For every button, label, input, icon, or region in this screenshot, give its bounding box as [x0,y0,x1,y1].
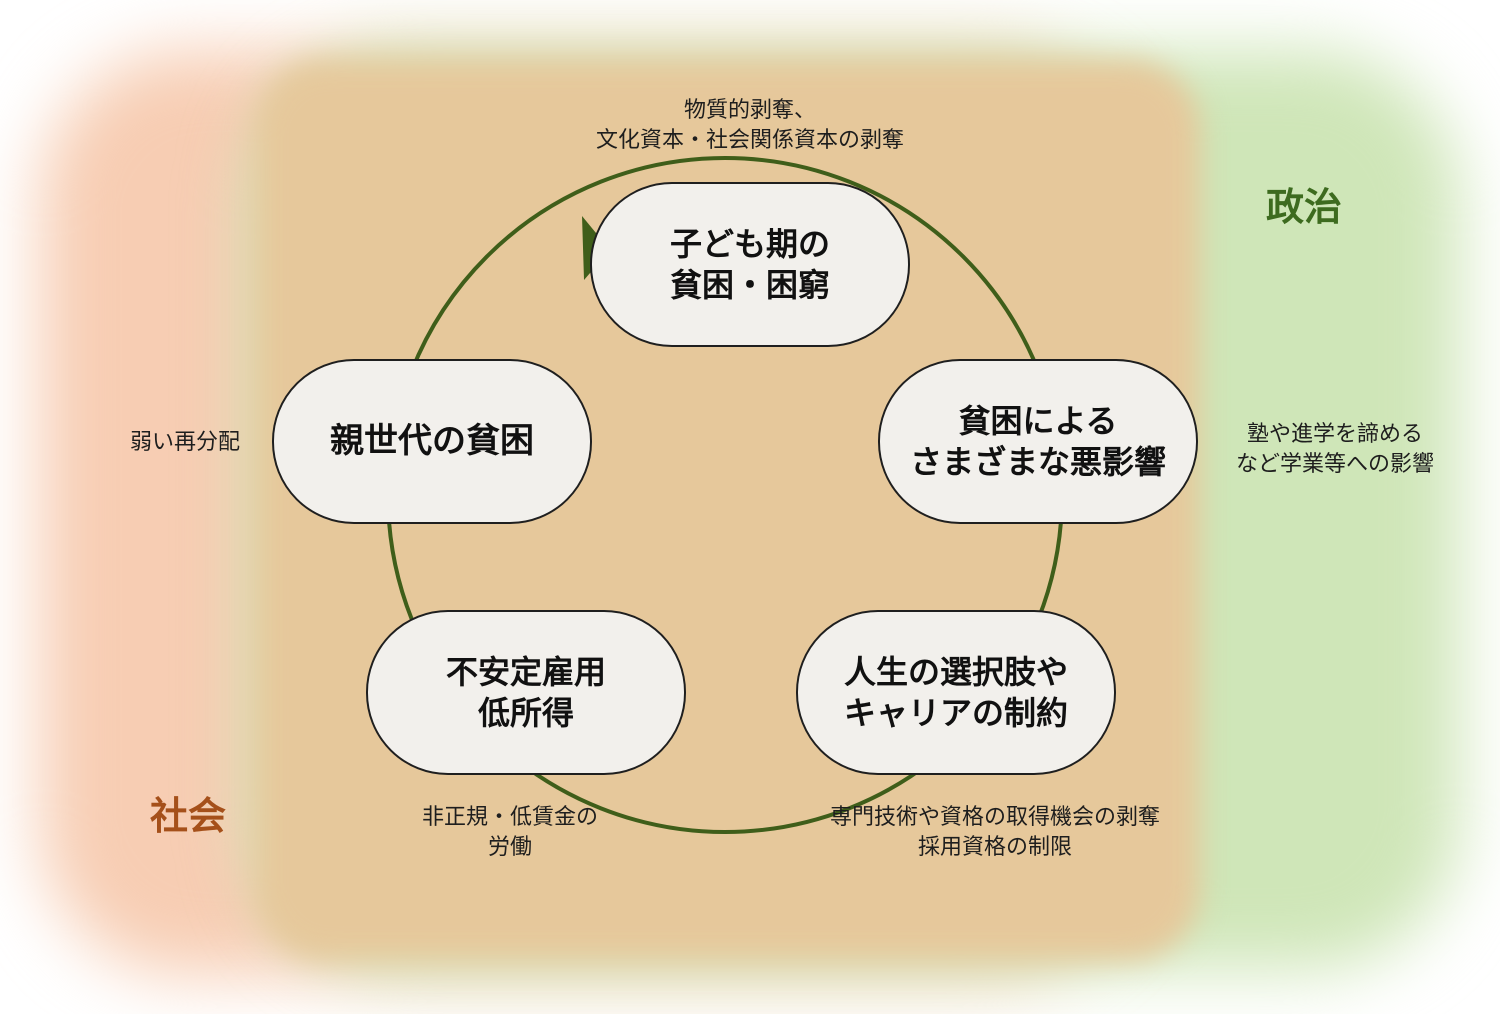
politics-label: 政治 [1266,185,1343,229]
note-line: など学業等への影響 [1235,451,1434,477]
node-child-poverty: 子ども期の 貧困・困窮 [590,182,910,347]
node-label-line: 子ども期の [669,224,830,263]
node-label-line: 人生の選択肢や [843,652,1068,691]
note-line: 採用資格の制限 [917,834,1072,860]
node-label-line: 貧困による [958,401,1118,440]
node-employment: 不安定雇用 低所得 [366,610,686,775]
node-parent-poverty: 親世代の貧困 [272,359,592,524]
skills-note: 専門技術や資格の取得機会の剥奪 採用資格の制限 [800,803,1190,863]
node-label-line: キャリアの制約 [843,693,1068,732]
note-line: 物質的剥奪、 [683,98,816,123]
node-label-line: 低所得 [477,693,574,732]
node-effects: 貧困による さまざまな悪影響 [878,359,1198,524]
node-label-line: 不安定雇用 [445,652,606,691]
node-constraints: 人生の選択肢や キャリアの制約 [796,610,1116,775]
note-line: 労働 [487,834,532,860]
note-line: 文化資本・社会関係資本の剥奪 [595,127,904,153]
note-line: 専門技術や資格の取得機会の剥奪 [829,805,1160,830]
node-label-line: 親世代の貧困 [330,420,534,461]
note-line: 非正規・低賃金の [421,805,598,830]
node-label-line: 貧困・困窮 [669,265,830,304]
education-note: 塾や進学を諦める など学業等への影響 [1210,420,1460,480]
social-label: 社会 [150,794,227,838]
redistribution-note: 弱い再分配 [100,428,270,458]
deprivation-note: 物質的剥奪、 文化資本・社会関係資本の剥奪 [540,96,960,156]
note-line: 弱い再分配 [129,430,240,455]
node-label-line: さまざまな悪影響 [909,442,1166,481]
note-line: 塾や進学を諦める [1246,422,1423,447]
labor-note: 非正規・低賃金の 労働 [390,803,630,863]
